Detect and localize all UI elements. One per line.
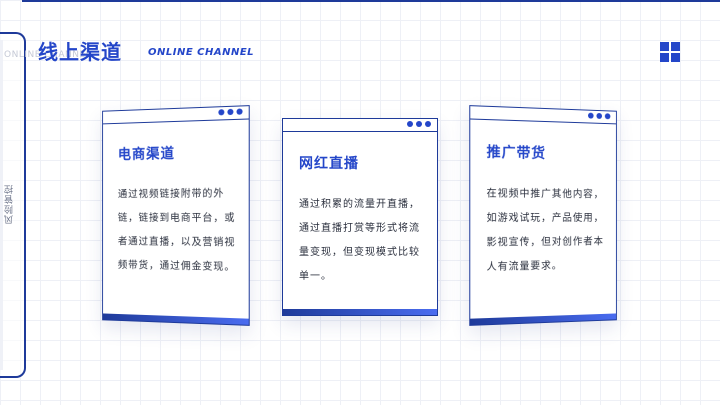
card-title-bar: [103, 106, 249, 124]
card-title: 推广带货: [487, 141, 546, 163]
page-subtitle: ONLINE CHANNEL: [148, 47, 254, 58]
card-body: 在视频中推广其他内容，如游戏试玩，产品使用，影视宣传，但对创作者本人有流量要求。: [487, 182, 607, 280]
card-body: 通过视频链接附带的外链，链接到电商平台，或者通过直播，以及营销视频带货，通过佣金…: [118, 182, 239, 280]
grid-icon: [660, 42, 680, 62]
grid-icon-cell: [660, 42, 669, 51]
dot: [605, 113, 611, 119]
card-promotion: 推广带货 在视频中推广其他内容，如游戏试玩，产品使用，影视宣传，但对创作者本人有…: [469, 105, 617, 326]
dots-icon: [407, 121, 431, 127]
dot: [227, 109, 233, 115]
dot: [425, 121, 431, 127]
card-title-bar: [283, 119, 437, 132]
page-title: 线上渠道: [38, 36, 122, 65]
dot: [588, 113, 594, 119]
top-frame-line: [22, 0, 720, 2]
card-ecommerce: 电商渠道 通过视频链接附带的外链，链接到电商平台，或者通过直播，以及营销视频带货…: [102, 105, 250, 326]
side-tab[interactable]: 风险管控: [0, 32, 26, 378]
dot: [416, 121, 422, 127]
grid-icon-cell: [671, 53, 680, 62]
card-bottom-bar: [470, 313, 616, 324]
grid-icon-cell: [671, 42, 680, 51]
dot: [407, 121, 413, 127]
grid-icon-cell: [660, 53, 669, 62]
dot: [596, 113, 602, 119]
dots-icon: [588, 113, 610, 120]
dot: [218, 109, 224, 115]
card-body: 通过积累的流量开直播，通过直播打赏等形式将流量变现，但变现模式比较单一。: [299, 193, 427, 289]
card-bottom-bar: [103, 313, 249, 324]
side-tab-label: 风险管控: [3, 184, 21, 224]
card-livestream: 网红直播 通过积累的流量开直播，通过直播打赏等形式将流量变现，但变现模式比较单一…: [282, 118, 438, 316]
card-bottom-bar: [283, 309, 437, 315]
card-title-bar: [470, 106, 616, 124]
dot: [236, 108, 242, 114]
card-title: 电商渠道: [118, 143, 175, 164]
dots-icon: [218, 108, 242, 115]
card-title: 网红直播: [299, 153, 359, 173]
